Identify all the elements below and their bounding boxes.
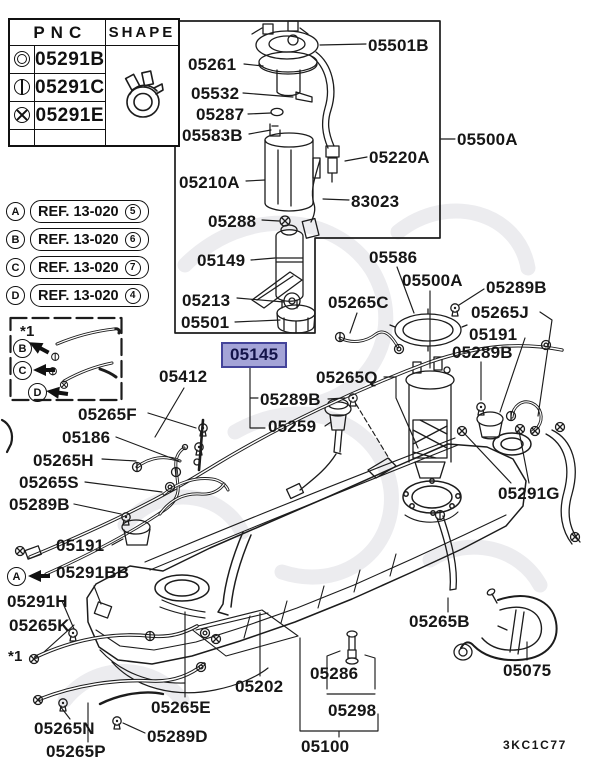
callout-05500a-box[interactable]: 05500A — [457, 130, 518, 149]
ref-text: REF. 13-020 — [38, 231, 119, 248]
pnc-number[interactable]: 05291E — [34, 101, 106, 130]
callout-05265j[interactable]: 05265J — [471, 303, 529, 322]
callout-83023[interactable]: 83023 — [351, 192, 400, 211]
circled-letter-d: D — [6, 286, 25, 305]
callout-05259[interactable]: 05259 — [268, 417, 317, 436]
pnc-number[interactable]: 05291B — [34, 45, 106, 74]
callout-05265c[interactable]: 05265C — [328, 293, 389, 312]
callout-05261[interactable]: 05261 — [188, 55, 237, 74]
circle-vertical-bar-icon — [14, 79, 30, 96]
callout-05289b-right-top[interactable]: 05289B — [486, 278, 547, 297]
detail-inset-drawing — [9, 316, 123, 402]
callout-05501b[interactable]: 05501B — [368, 36, 429, 55]
callout-05289b-right-lower[interactable]: 05289B — [452, 343, 513, 362]
circle-cross-icon — [14, 107, 30, 124]
ref-note-d[interactable]: D REF. 13-020 4 — [6, 284, 149, 307]
pnc-column-header: PNC — [8, 18, 106, 46]
circled-letter-c: C — [6, 258, 25, 277]
callout-05265e[interactable]: 05265E — [151, 698, 211, 717]
fuel-tank-drawing — [86, 432, 532, 694]
circled-number: 7 — [124, 259, 141, 276]
table-row[interactable]: 05291E — [8, 101, 179, 130]
callout-05265h[interactable]: 05265H — [33, 451, 94, 470]
callout-05202[interactable]: 05202 — [235, 677, 284, 696]
circled-letter-b: B — [6, 230, 25, 249]
callout-05501[interactable]: 05501 — [181, 313, 230, 332]
circled-number: 4 — [124, 287, 141, 304]
callout-05287[interactable]: 05287 — [196, 105, 245, 124]
ref-note-a[interactable]: A REF. 13-020 5 — [6, 200, 149, 223]
ref-note-c[interactable]: C REF. 13-020 7 — [6, 256, 149, 279]
table-row[interactable]: 05291B — [8, 45, 180, 147]
ref-text: REF. 13-020 — [38, 259, 119, 276]
fuel-pipes-and-hoses — [0, 339, 581, 730]
callout-05265b[interactable]: 05265B — [409, 612, 470, 631]
pump-assembly-drawing — [251, 20, 340, 334]
note-star1-left: *1 — [8, 648, 23, 665]
callout-05289b-left[interactable]: 05289B — [9, 495, 70, 514]
view-a-marker: A — [7, 567, 26, 586]
callout-05213[interactable]: 05213 — [182, 291, 231, 310]
callout-05210a[interactable]: 05210A — [179, 173, 240, 192]
callout-05289d[interactable]: 05289D — [147, 727, 208, 746]
inset-marker-c: C — [13, 361, 32, 380]
callout-05298[interactable]: 05298 — [328, 701, 377, 720]
ref-text: REF. 13-020 — [38, 287, 119, 304]
circled-letter-a: A — [6, 202, 25, 221]
callout-05145-highlighted[interactable]: 05145 — [221, 342, 288, 368]
callout-05220a[interactable]: 05220A — [369, 148, 430, 167]
watermark — [57, 203, 548, 708]
double-circle-icon — [14, 51, 30, 68]
pump-module-drawing — [285, 303, 543, 500]
callout-05586[interactable]: 05586 — [369, 248, 418, 267]
leader-lines — [43, 43, 553, 743]
ref-note-b[interactable]: B REF. 13-020 6 — [6, 228, 149, 251]
callout-05265s[interactable]: 05265S — [19, 473, 79, 492]
callout-05075[interactable]: 05075 — [503, 661, 552, 680]
drawing-code: 3KC1C77 — [503, 738, 567, 752]
callout-05291g[interactable]: 05291G — [498, 484, 560, 503]
callout-05265n[interactable]: 05265N — [34, 719, 95, 738]
callout-05288[interactable]: 05288 — [208, 212, 257, 231]
callout-05583b[interactable]: 05583B — [182, 126, 243, 145]
callout-05291h[interactable]: 05291H — [7, 592, 68, 611]
callout-05186[interactable]: 05186 — [62, 428, 111, 447]
pump-assembly-box — [174, 20, 441, 334]
callout-05100[interactable]: 05100 — [301, 737, 350, 756]
callout-05289b-center[interactable]: 05289B — [260, 390, 321, 409]
inset-marker-d: D — [28, 383, 47, 402]
callout-05265k[interactable]: 05265K — [9, 616, 70, 635]
callout-05265q[interactable]: 05265Q — [316, 368, 378, 387]
callout-05265p[interactable]: 05265P — [46, 742, 106, 761]
circled-number: 5 — [124, 203, 141, 220]
callout-05412[interactable]: 05412 — [159, 367, 208, 386]
callout-05286[interactable]: 05286 — [310, 664, 359, 683]
pnc-number[interactable]: 05291C — [34, 73, 106, 102]
ref-text: REF. 13-020 — [38, 203, 119, 220]
shape-column-header: SHAPE — [104, 18, 180, 46]
callout-05265f[interactable]: 05265F — [78, 405, 137, 424]
callout-05191-right[interactable]: 05191 — [469, 325, 518, 344]
circled-number: 6 — [124, 231, 141, 248]
inset-marker-b: B — [13, 339, 32, 358]
callout-05191-left[interactable]: 05191 — [56, 536, 105, 555]
callout-05291bb[interactable]: 05291BB — [56, 563, 130, 582]
callout-05500a-center[interactable]: 05500A — [402, 271, 463, 290]
callout-05532[interactable]: 05532 — [191, 84, 240, 103]
callout-05149[interactable]: 05149 — [197, 251, 246, 270]
pnc-shape-table: PNC SHAPE 05291B 05291C 05291E — [8, 18, 181, 147]
view-a-arrow — [27, 569, 51, 583]
inset-note-label: *1 — [20, 323, 35, 340]
clamp-shape-drawing — [124, 70, 164, 118]
